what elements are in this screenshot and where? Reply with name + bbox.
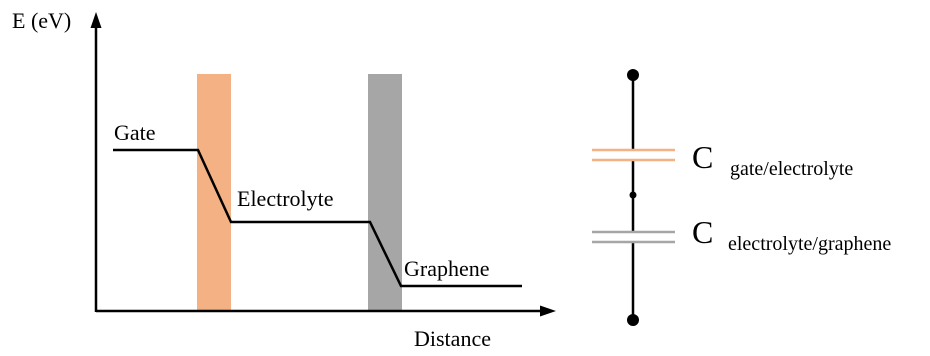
capacitor-1-subscript: gate/electrolyte	[730, 158, 853, 180]
electrolyte-graphene-barrier	[368, 74, 402, 310]
y-axis-label: E (eV)	[12, 8, 71, 33]
x-axis-label: Distance	[414, 326, 491, 351]
top-terminal-node	[627, 69, 639, 81]
electrolyte-label: Electrolyte	[237, 186, 334, 211]
x-axis-arrow-icon	[540, 305, 556, 317]
capacitor-2-subscript: electrolyte/graphene	[728, 233, 891, 255]
capacitor-1-symbol: C	[692, 139, 713, 175]
middle-junction-node	[629, 191, 637, 199]
capacitor-2-symbol: C	[692, 214, 713, 250]
y-axis-arrow-icon	[90, 12, 102, 28]
graphene-label: Graphene	[404, 256, 490, 281]
energy-level-line	[113, 148, 522, 288]
gate-electrolyte-barrier	[197, 74, 231, 310]
gate-label: Gate	[114, 120, 156, 145]
bottom-terminal-node	[627, 314, 639, 326]
